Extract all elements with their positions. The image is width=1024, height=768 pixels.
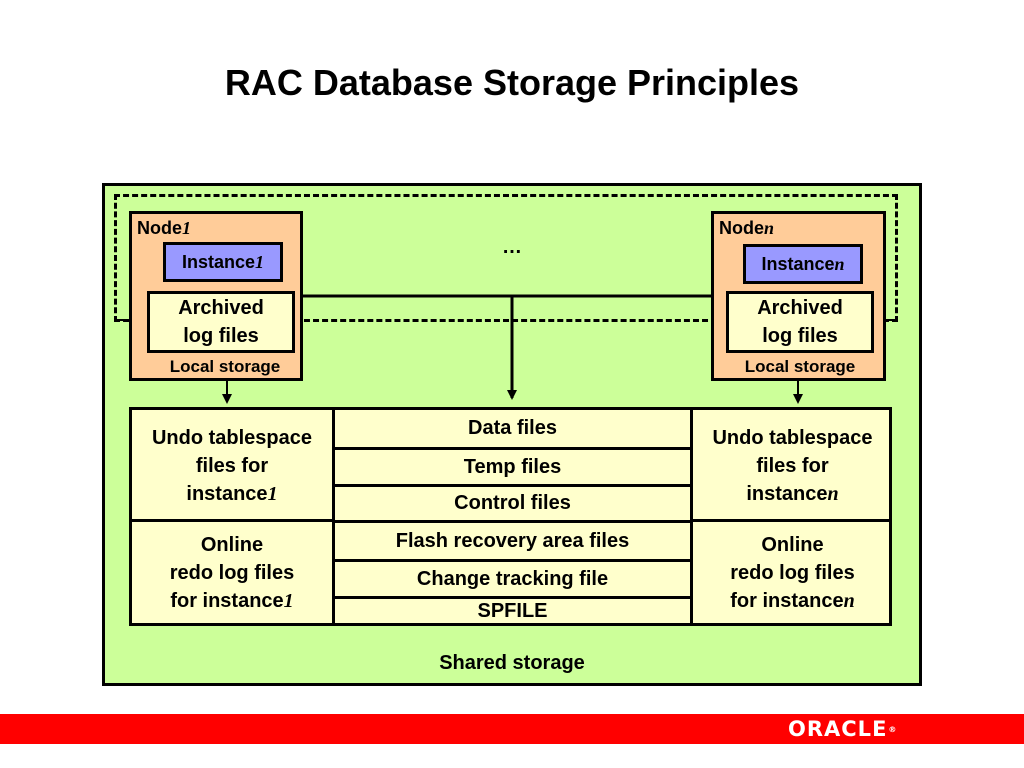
online-redo-instance-n: Online redo log files for instancen [693,522,892,623]
undo-n-text: Undo tablespace files for instance [712,426,873,505]
grid-divider-right-h [690,519,892,522]
undo-1-suffix: 1 [267,482,278,505]
shared-storage-label: Shared storage [439,652,585,674]
center-divider-3 [335,520,690,523]
center-divider-1 [335,447,690,450]
node-n-archived-log-files: Archived log files [726,291,874,353]
node-ellipsis: … [502,236,522,258]
node-n-label: Noden [719,218,774,239]
instance-1-suffix: 1 [255,251,265,272]
grid-divider-left-h [132,519,335,522]
node-n-label-text: Node [719,218,764,238]
node-n-label-suffix: n [764,218,775,238]
node-1-label-text: Node [137,218,182,238]
node-1-archived-log-files: Archived log files [147,291,295,353]
grid-divider-right [690,410,693,623]
spfile-cell: SPFILE [477,599,548,622]
center-divider-5 [335,596,690,599]
shared-files-table: Undo tablespace files for instance1 Onli… [129,407,892,626]
undo-tablespace-instance-1: Undo tablespace files for instance1 [132,412,332,519]
undo-1-text: Undo tablespace files for instance [151,426,313,505]
change-tracking-file-cell: Change tracking file [416,567,609,590]
instance-1-label: Instance [181,251,256,272]
redo-1-suffix: 1 [283,589,294,612]
node-1-local-storage-label: Local storage [169,357,281,376]
instance-n-label: Instance [761,253,835,274]
grid-divider-left [332,410,335,623]
footer-brand-bar [0,714,1024,744]
center-divider-2 [335,484,690,487]
redo-n-suffix: n [843,589,855,612]
data-files-cell: Data files [468,417,557,439]
undo-n-suffix: n [827,482,839,505]
control-files-cell: Control files [454,492,571,514]
oracle-logo-text: ORACLE [788,717,888,741]
page-title: RAC Database Storage Principles [224,62,800,103]
node-1-label: Node1 [137,218,191,239]
node-1-label-suffix: 1 [182,218,191,238]
redo-1-text: Online redo log files for instance [169,533,295,612]
online-redo-instance-1: Online redo log files for instance1 [132,522,332,623]
oracle-logo-mark: ® [888,724,898,734]
center-divider-4 [335,559,690,562]
instance-n-suffix: n [834,253,845,274]
redo-n-text: Online redo log files for instance [730,533,855,612]
undo-tablespace-instance-n: Undo tablespace files for instancen [693,412,892,519]
cluster-dashed-outline [114,194,898,322]
flash-recovery-area-files-cell: Flash recovery area files [395,529,630,552]
node-n-local-storage-label: Local storage [744,357,856,376]
temp-files-cell: Temp files [463,455,562,478]
oracle-logo: ORACLE® [788,716,928,742]
